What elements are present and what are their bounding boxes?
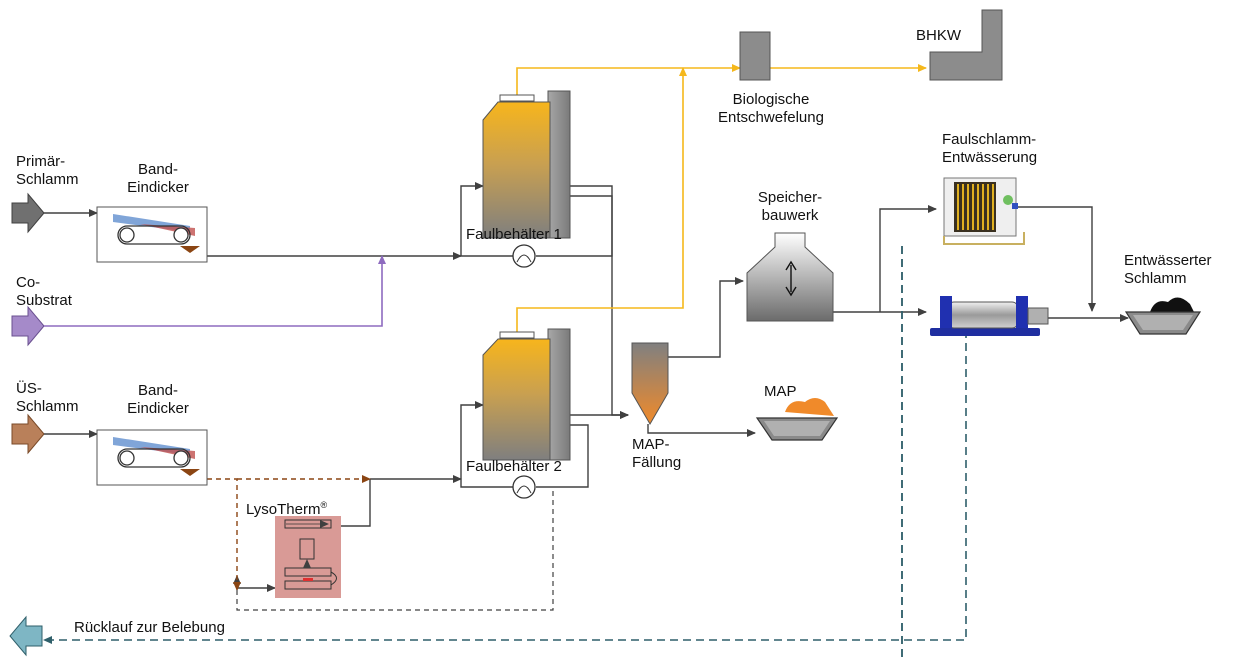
primary-sludge-input-arrow (11, 192, 45, 234)
band-thickener-2-label: Band-Eindicker (127, 382, 189, 417)
cosubstrate-input-arrow (11, 305, 45, 347)
band-thickener-2 (96, 429, 208, 486)
storage-building-label: Speicher-bauwerk (757, 189, 823, 224)
map-product-tray (755, 398, 839, 441)
ues-sludge-input-arrow (11, 413, 45, 455)
sludge-dewatering-label: Faulschlamm-Entwässerung (942, 131, 1038, 166)
return-to-aeration-label: Rücklauf zur Belebung (74, 619, 225, 636)
centrifuge (930, 296, 1049, 336)
cosubstrate-label: Co-Substrat (16, 274, 72, 309)
return-output-arrow (9, 615, 43, 657)
primary-sludge-label: Primär-Schlamm (16, 153, 79, 188)
filter-press (943, 177, 1025, 245)
digester-1-label: Faulbehälter 1 (466, 226, 562, 243)
biological-desulphurisation-unit (739, 31, 771, 81)
bhkw-label: BHKW (916, 27, 961, 44)
map-product-label: MAP (764, 383, 797, 400)
bhkw-unit (929, 9, 1003, 81)
lysotherm-unit (275, 516, 341, 598)
band-thickener-1-label: Band-Eindicker (127, 161, 189, 196)
map-precipitation-label: MAP-Fällung (632, 436, 682, 471)
ues-sludge-label: ÜS-Schlamm (16, 380, 79, 415)
storage-building (746, 232, 834, 322)
digester-1 (482, 90, 571, 268)
map-precipitation-reactor (631, 342, 669, 425)
dewatered-sludge-tray (1124, 297, 1202, 335)
band-thickener-1 (96, 206, 208, 263)
lysotherm-label: LysoTherm® (246, 500, 328, 518)
digester-2-label: Faulbehälter 2 (466, 458, 562, 475)
digester-2 (482, 328, 571, 499)
